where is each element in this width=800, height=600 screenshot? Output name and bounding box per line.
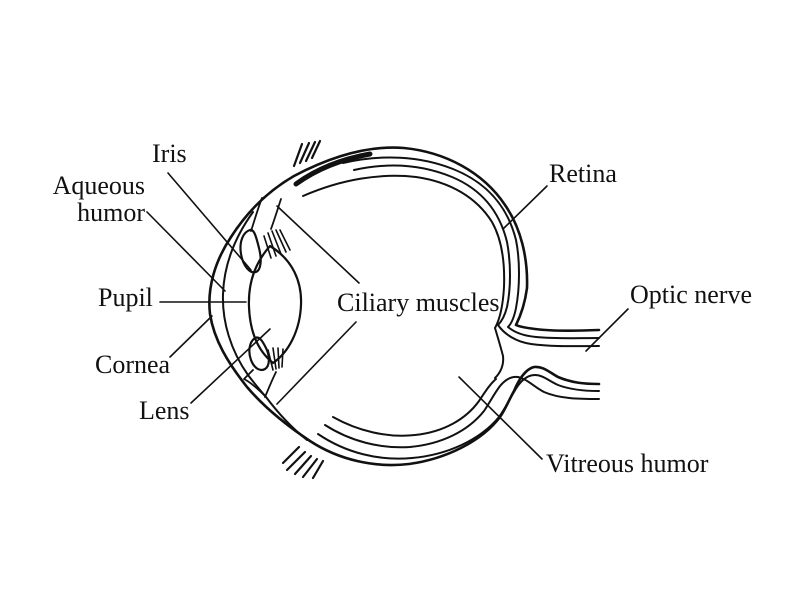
leader-line-lens	[190, 328, 271, 404]
leader-line-iris	[167, 172, 252, 271]
label-pupil: Pupil	[98, 283, 153, 312]
ciliary-muscle-hatching-top	[263, 229, 291, 259]
muscle-cut-strokes-bottom	[281, 445, 325, 480]
ciliary-muscle-hatching-bottom	[267, 347, 284, 371]
leader-line-ciliary-bottom	[276, 321, 357, 405]
choroid-layer-top	[342, 156, 600, 340]
label-lens: Lens	[139, 396, 190, 425]
iris-flap-top	[239, 228, 262, 274]
leader-line-ciliary-top	[276, 205, 360, 284]
iris-root-line-top-2	[270, 198, 282, 230]
retina-layer-top	[353, 164, 600, 348]
label-ciliary-muscles: Ciliary muscles	[337, 288, 500, 317]
choroid-layer-bottom	[317, 374, 600, 460]
leader-line-aqueous-humor	[146, 211, 226, 292]
leader-line-vitreous-humor	[458, 376, 543, 460]
iris-root-line-top-1	[250, 197, 263, 232]
inner-layer-bottom	[332, 378, 497, 437]
label-iris: Iris	[152, 139, 187, 168]
retina-layer-bottom	[324, 375, 600, 449]
label-vitreous-humor: Vitreous humor	[546, 449, 709, 478]
leader-line-optic-nerve	[585, 308, 629, 352]
iris-root-line-bottom-1	[243, 369, 266, 397]
label-retina: Retina	[549, 159, 617, 188]
label-cornea: Cornea	[95, 350, 171, 379]
lens-shape	[247, 244, 303, 365]
label-optic-nerve: Optic nerve	[630, 280, 753, 309]
iris-root-line-bottom-2	[264, 371, 277, 398]
leader-line-retina	[502, 185, 548, 230]
anterior-chamber-lower-line	[265, 396, 308, 441]
muscle-band-top	[293, 151, 373, 187]
label-aqueous-humor: Aqueous humor	[52, 171, 145, 228]
leader-line-cornea	[169, 315, 213, 358]
iris-flap-bottom	[248, 336, 270, 372]
inner-layer-top	[302, 174, 506, 379]
muscle-cut-strokes-top	[292, 139, 322, 168]
